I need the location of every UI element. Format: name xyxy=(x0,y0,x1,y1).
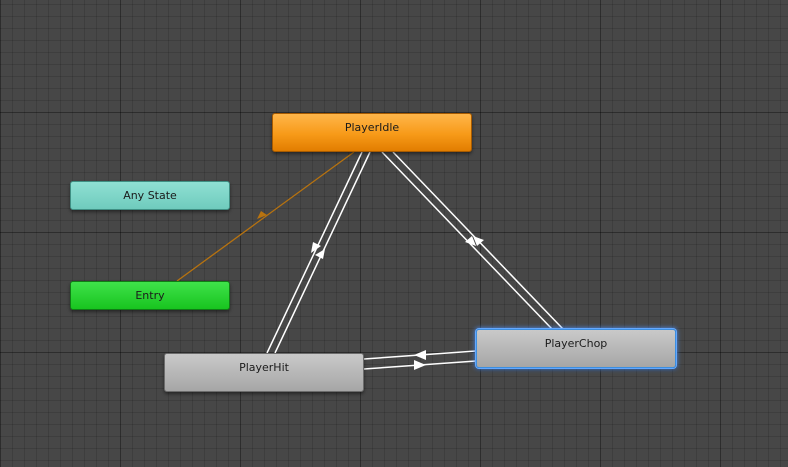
state-label: PlayerHit xyxy=(239,361,289,374)
transition-idle-to-chop[interactable] xyxy=(381,151,553,330)
state-node-entry[interactable]: Entry xyxy=(70,281,230,310)
transition-arrow-icon xyxy=(257,211,267,219)
transition-line[interactable] xyxy=(176,151,355,282)
transition-arrow-icon xyxy=(465,236,476,246)
state-label: Any State xyxy=(123,189,177,202)
transition-arrow-icon xyxy=(414,360,426,370)
transition-chop-to-hit[interactable] xyxy=(363,350,477,360)
transition-line[interactable] xyxy=(266,151,363,354)
state-node-player-chop[interactable]: PlayerChop xyxy=(476,329,676,368)
transition-idle-to-hit[interactable] xyxy=(266,151,363,354)
transition-hit-to-chop[interactable] xyxy=(363,360,477,370)
state-label: PlayerChop xyxy=(544,337,608,350)
state-node-player-hit[interactable]: PlayerHit xyxy=(164,353,364,392)
transition-arrow-icon xyxy=(414,350,426,360)
transition-hit-to-idle[interactable] xyxy=(274,151,371,354)
transition-arrow-icon xyxy=(315,249,325,259)
transition-arrow-icon xyxy=(473,236,484,246)
transition-chop-to-idle[interactable] xyxy=(392,151,564,330)
state-node-any-state[interactable]: Any State xyxy=(70,181,230,210)
state-label: Entry xyxy=(135,289,165,302)
state-label: PlayerIdle xyxy=(344,121,400,134)
state-node-player-idle[interactable]: PlayerIdle xyxy=(272,113,472,152)
transition-arrow-icon xyxy=(311,242,321,253)
transition-entry-to-idle[interactable] xyxy=(176,151,355,282)
